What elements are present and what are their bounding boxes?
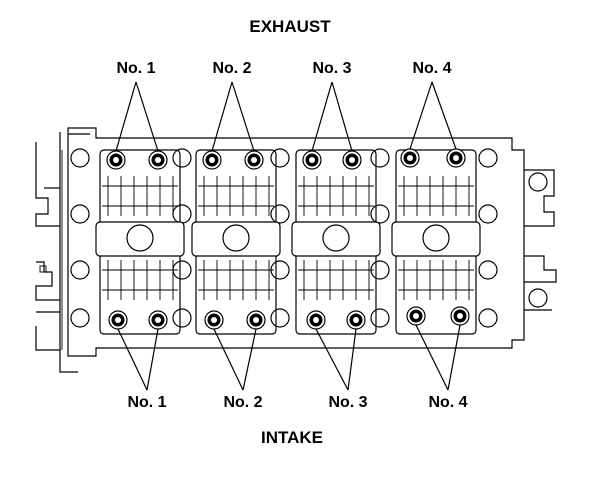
exhaust-leader-3 <box>311 81 333 152</box>
intake-leader-1 <box>146 328 159 391</box>
intake-cap-bolts <box>108 306 470 330</box>
head-bolt-hole <box>270 204 290 224</box>
intake-leader-4 <box>415 324 449 391</box>
intake-leader-3 <box>315 328 349 391</box>
head-bolt-hole <box>172 148 192 168</box>
bolt-center <box>209 157 215 163</box>
exhaust-bolt-label-4: No. 4 <box>412 60 452 77</box>
exhaust-bolt-3 <box>202 150 222 170</box>
intake-bolt-label-2: No. 2 <box>223 394 263 411</box>
intake-bolt-7 <box>406 306 426 326</box>
intake-bolt-6 <box>346 310 366 330</box>
exhaust-bolt-6 <box>342 150 362 170</box>
camshaft-cap-2 <box>191 149 281 335</box>
bolt-center <box>349 157 355 163</box>
intake-label: INTAKE <box>260 428 324 447</box>
exhaust-bolt-label-3: No. 3 <box>312 60 352 77</box>
head-bolt-hole <box>270 308 290 328</box>
intake-bolt-3 <box>204 310 224 330</box>
cap-center-boss <box>422 224 450 252</box>
head-bolt-hole <box>370 204 390 224</box>
cap-center-boss <box>126 224 154 252</box>
head-bolt-hole <box>70 308 90 328</box>
bolt-center <box>453 155 459 161</box>
camshaft-cap-4 <box>391 149 481 335</box>
exhaust-bolt-label-1: No. 1 <box>116 60 156 77</box>
head-bolt-hole <box>70 148 90 168</box>
head-bolt-hole <box>370 308 390 328</box>
head-bolt-hole <box>70 204 90 224</box>
left-end-details <box>35 142 60 351</box>
bolt-center <box>309 157 315 163</box>
exhaust-leader-2 <box>211 81 233 152</box>
exhaust-leader-2 <box>231 81 255 152</box>
cap-center-boss <box>222 224 250 252</box>
head-bolt-hole <box>270 148 290 168</box>
intake-leader-2 <box>242 328 257 391</box>
exhaust-bolt-7 <box>400 148 420 168</box>
bolt-center <box>251 157 257 163</box>
exhaust-cap-bolts <box>106 148 466 170</box>
bolt-center <box>115 317 121 323</box>
exhaust-bolt-5 <box>302 150 322 170</box>
head-outline <box>59 127 525 373</box>
bolt-center <box>113 157 119 163</box>
bolt-center <box>413 313 419 319</box>
camshaft-cap-1 <box>95 149 185 335</box>
head-bolt-hole <box>70 260 90 280</box>
intake-bolt-5 <box>306 310 326 330</box>
exhaust-leader-4 <box>431 81 457 150</box>
exhaust-bolt-4 <box>244 150 264 170</box>
bolt-center <box>313 317 319 323</box>
head-bolt-hole <box>172 204 192 224</box>
exhaust-bolt-8 <box>446 148 466 168</box>
head-bolt-hole <box>172 308 192 328</box>
exhaust-label: EXHAUST <box>249 17 331 36</box>
intake-bolt-1 <box>108 310 128 330</box>
intake-bolt-2 <box>148 310 168 330</box>
head-bolt-hole <box>478 204 498 224</box>
bolt-center <box>353 317 359 323</box>
intake-bolt-label-3: No. 3 <box>328 394 368 411</box>
leader-lines <box>115 81 461 391</box>
head-bolt-hole <box>370 148 390 168</box>
intake-bolt-label-1: No. 1 <box>127 394 167 411</box>
head-bolt-hole <box>478 260 498 280</box>
exhaust-bolt-1 <box>106 150 126 170</box>
bolt-center <box>155 317 161 323</box>
head-bolt-hole <box>478 148 498 168</box>
exhaust-leader-3 <box>331 81 353 152</box>
bolt-center <box>457 313 463 319</box>
exhaust-bolt-2 <box>148 150 168 170</box>
intake-leader-2 <box>213 328 244 391</box>
camshaft-caps <box>95 149 481 335</box>
bolt-center <box>253 317 259 323</box>
intake-leader-3 <box>347 328 357 391</box>
intake-bolt-4 <box>246 310 266 330</box>
exhaust-leader-4 <box>409 81 433 150</box>
bolt-center <box>407 155 413 161</box>
camshaft-cap-3 <box>291 149 381 335</box>
bolt-center <box>211 317 217 323</box>
cap-center-boss <box>322 224 350 252</box>
exhaust-bolt-label-2: No. 2 <box>212 60 252 77</box>
exhaust-leader-1 <box>115 81 137 152</box>
intake-bolt-8 <box>450 306 470 326</box>
head-bolt-hole <box>478 308 498 328</box>
intake-leader-4 <box>447 324 461 391</box>
intake-bolt-label-4: No. 4 <box>428 394 468 411</box>
bolt-center <box>155 157 161 163</box>
exhaust-leader-1 <box>135 81 159 152</box>
intake-leader-1 <box>117 328 148 391</box>
right-end-details <box>524 169 557 311</box>
